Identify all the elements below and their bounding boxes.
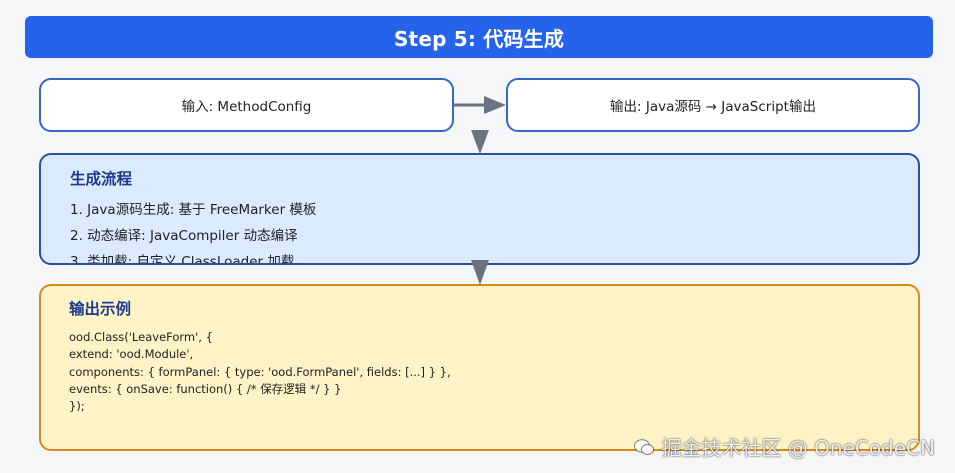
step-title: Step 5: 代码生成 [25,16,933,58]
code-line: }); [69,399,85,414]
arrow-input-to-output-head [484,96,506,114]
watermark: 掘金技术社区 @ OneCodeCN [633,432,935,461]
wechat-icon [634,438,655,455]
code-line: ood.Class('LeaveForm', { [69,330,213,344]
output-label: 输出: Java源码 → JavaScript输出 [610,99,816,115]
input-node: 输入: MethodConfig [39,78,454,132]
code-line: extend: 'ood.Module', [69,347,194,362]
output-node: 输出: Java源码 → JavaScript输出 [506,78,920,132]
step-title-text: Step 5: 代码生成 [393,26,565,51]
code-line: events: { onSave: function() { /* 保存逻辑 *… [69,381,342,396]
input-label: 输入: MethodConfig [181,99,312,115]
flow-step: 2. 动态编译: JavaCompiler 动态编译 [70,228,298,244]
code-line: components: { formPanel: { type: 'ood.Fo… [69,364,451,379]
flow-step: 3. 类加载: 自定义 ClassLoader 加载 [70,254,295,265]
generation-flow-panel: 生成流程 1. Java源码生成: 基于 FreeMarker 模板 2. 动态… [39,153,920,265]
flow-title: 生成流程 [70,170,133,188]
watermark-text: 掘金技术社区 @ OneCodeCN [661,436,935,460]
flow-step: 1. Java源码生成: 基于 FreeMarker 模板 [70,202,317,218]
output-example-panel: 输出示例 ood.Class('LeaveForm', { extend: 'o… [39,284,920,451]
example-title: 输出示例 [69,300,132,318]
arrow-down-to-flow-head [471,130,489,154]
